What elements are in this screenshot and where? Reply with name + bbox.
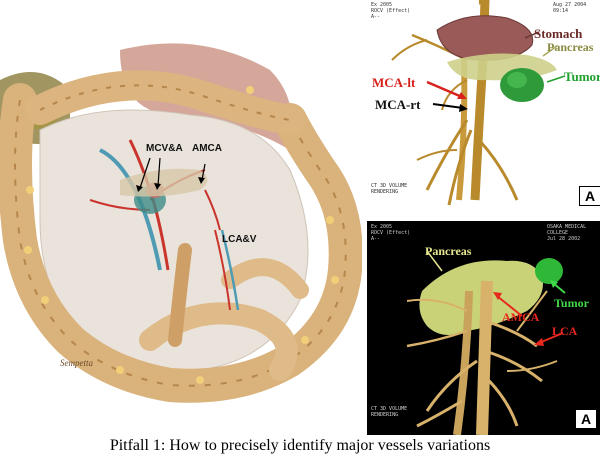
tumor-label-b: Tumor <box>554 296 589 310</box>
scan-info-top-right: Aug 27 2004 09:14 <box>553 2 587 14</box>
scan-info-bottom-left: CT 3D VOLUME RENDERING <box>371 183 408 195</box>
colon-illustration: MCV&A AMCA LCA&V Sempetta <box>0 40 362 408</box>
render-top-drawing <box>391 0 566 206</box>
mcv-label: MCV&A <box>146 143 183 154</box>
pancreas-label: Pancreas <box>547 40 594 54</box>
pancreas-label-b: Pancreas <box>425 244 472 258</box>
scan-info-top-left: Ex 2005 ROCV (Effect) A-- <box>371 2 411 20</box>
panel-letter-top: A <box>579 186 600 206</box>
render-panel-top: Ex 2005 ROCV (Effect) A-- Aug 27 2004 09… <box>367 0 600 212</box>
amca-label-b: AMCA <box>502 310 540 324</box>
stomach-label: Stomach <box>534 26 583 41</box>
mca-lt-label: MCA-lt <box>372 75 416 90</box>
figure-caption: Pitfall 1: How to precisely identify maj… <box>109 437 491 454</box>
colon-illustration-drawing <box>0 43 362 403</box>
render-bottom-drawing <box>406 250 566 435</box>
lca-label: LCA&V <box>222 234 257 245</box>
lca-label-b: LCA <box>552 324 578 338</box>
mca-rt-label: MCA-rt <box>375 97 421 112</box>
scan-info-bottom-left-b: CT 3D VOLUME RENDERING <box>371 406 408 418</box>
render-panel-bottom: Ex 2005 ROCV (Effect) A-- OSAKA MEDICAL … <box>367 221 600 435</box>
panel-letter-bottom: A <box>575 409 597 429</box>
artist-signature: Sempetta <box>60 358 93 368</box>
tumor-label: Tumor <box>564 69 600 84</box>
scan-info-top-left-b: Ex 2005 ROCV (Effect) A-- <box>371 224 411 242</box>
scan-info-top-right-b: OSAKA MEDICAL COLLEGE Jul 28 2002 <box>547 224 587 242</box>
amca-label: AMCA <box>192 143 222 154</box>
